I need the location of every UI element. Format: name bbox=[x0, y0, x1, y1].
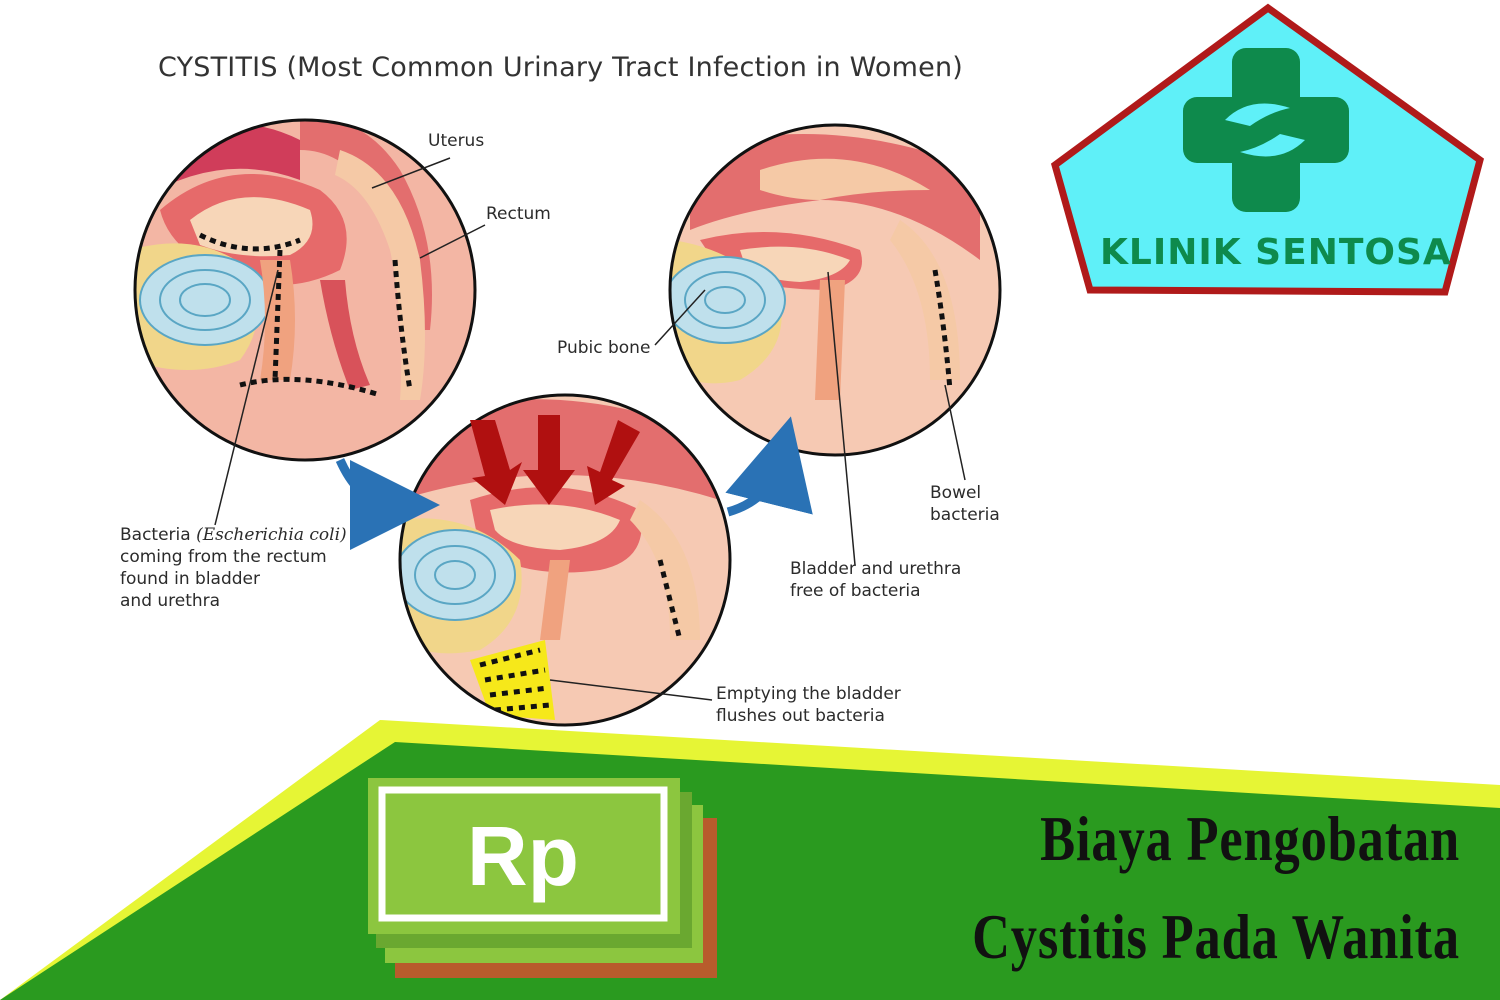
label-line: Bladder and urethra bbox=[790, 559, 962, 579]
label-uterus: Uterus bbox=[428, 131, 485, 151]
circle-outline bbox=[668, 123, 1002, 457]
label-line: and urethra bbox=[120, 591, 221, 611]
circle-outline bbox=[133, 118, 477, 462]
headline-line-1: Biaya Pengobatan bbox=[1040, 803, 1460, 874]
clinic-logo bbox=[1050, 3, 1485, 296]
label-pubic-bone: Pubic bone bbox=[557, 338, 651, 358]
money-stack-icon bbox=[368, 778, 717, 978]
label-bowel-bacteria: Bowel bacteria bbox=[930, 482, 1000, 526]
leader-lines bbox=[214, 157, 966, 701]
curved-arrow-icon bbox=[335, 458, 440, 550]
circle-outline bbox=[398, 393, 732, 727]
label-line: bacteria bbox=[930, 505, 1000, 525]
label-line: coming from the rectum bbox=[120, 547, 327, 567]
label-rectum: Rectum bbox=[486, 204, 551, 224]
down-arrow-icon bbox=[470, 415, 640, 505]
currency-symbol: Rp bbox=[467, 809, 579, 903]
label-line: Emptying the bladder bbox=[716, 684, 901, 704]
label-species: (Escherichia coli) bbox=[196, 525, 347, 545]
label-text: Bacteria bbox=[120, 525, 197, 545]
label-line: Bacteria (Escherichia coli) bbox=[120, 524, 347, 546]
label-line: flushes out bacteria bbox=[716, 706, 885, 726]
label-line: found in bladder bbox=[120, 569, 260, 589]
clinic-name: KLINIK SENTOSA bbox=[1100, 232, 1452, 273]
label-emptying-bladder: Emptying the bladder flushes out bacteri… bbox=[716, 683, 901, 727]
label-bladder-free: Bladder and urethra free of bacteria bbox=[790, 558, 961, 602]
label-line: Bowel bbox=[930, 483, 982, 503]
curved-arrow-icon bbox=[725, 416, 813, 517]
label-bacteria-source: Bacteria (Escherichia coli) coming from … bbox=[120, 524, 347, 612]
cross-hands-icon bbox=[1183, 48, 1349, 212]
label-line: free of bacteria bbox=[790, 581, 921, 601]
diagram-title: CYSTITIS (Most Common Urinary Tract Infe… bbox=[158, 52, 964, 83]
anatomy-circle-infected bbox=[135, 120, 475, 460]
headline-line-2: Cystitis Pada Wanita bbox=[972, 901, 1460, 972]
